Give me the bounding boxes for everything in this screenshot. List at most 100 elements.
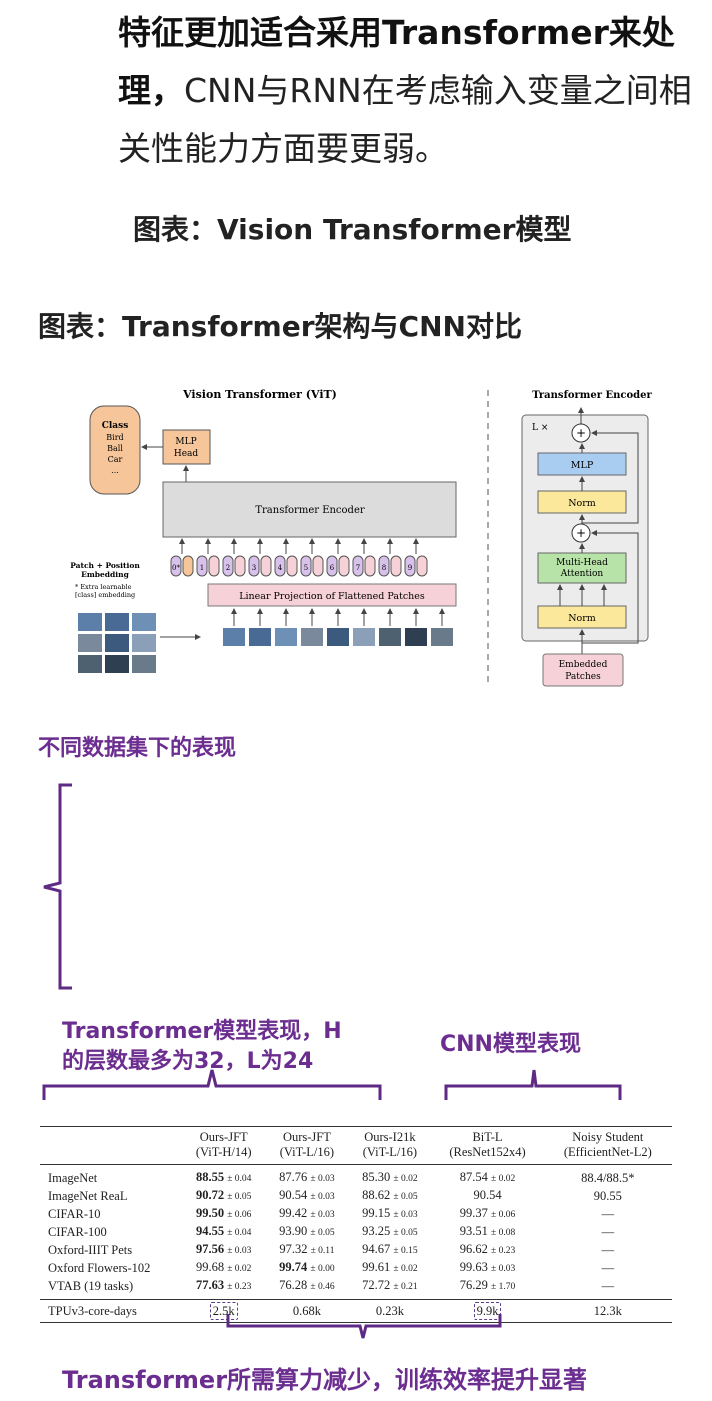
svg-text:+: + [576,526,586,540]
encoder-norm-label: Norm [568,613,596,624]
table-header: Noisy Student(EfficientNet-L2) [543,1126,672,1165]
mlp-head-box [162,429,211,465]
mlp-head-label: MLP [175,437,196,447]
encoder-mlp-label: MLP [571,460,594,471]
multi-head-box [537,552,627,584]
intro-bold: 特征更加适合采用Transformer来处理， [118,13,675,110]
extra-label: [class] embedding [75,591,135,599]
image-patch [379,628,401,646]
image-patch [353,628,375,646]
class-item: ... [111,466,119,475]
class-item: Bird [106,433,123,442]
multi-head-label: Attention [560,569,604,579]
position-embedding-token [196,555,208,577]
class-item: Ball [107,444,123,453]
patch-embedding-token [208,555,220,577]
annotation-transformer-perf: Transformer模型表现，H 的层数最多为32，L为24 [62,1017,342,1077]
table-row: CIFAR-10 99.50 ± 0.06 99.42 ± 0.03 99.15… [48,1206,615,1221]
position-embedding-token [248,555,260,577]
position-embedding-token [222,555,234,577]
position-embedding-token [170,555,182,577]
intro-normal: CNN与RNN在考虑输入变量之间相关性能力方面要更弱。 [118,71,692,168]
position-embedding-number: 2 [226,564,230,572]
caption-arch-compare: 图表：Transformer架构与CNN对比 [38,310,522,343]
encoder-norm-label: Norm [568,498,596,509]
table-row: Oxford Flowers-102 99.68 ± 0.02 99.74 ± … [48,1260,615,1275]
cnn-brace [444,1069,622,1100]
patch-pos-label: Patch + Position [70,561,140,570]
position-embedding-number: 4 [278,564,283,572]
table-row: ImageNet ReaL 90.72 ± 0.05 90.54 ± 0.03 … [48,1188,622,1203]
image-patch [223,628,245,646]
position-embedding-number: 5 [304,564,308,572]
table-row: VTAB (19 tasks) 77.63 ± 0.23 76.28 ± 0.4… [48,1278,615,1293]
image-patch [301,628,323,646]
image-patch [275,628,297,646]
patch-embedding-token [234,555,246,577]
patch-embedding-token [416,555,428,577]
top-braces [42,1069,622,1100]
position-embedding-token [352,555,364,577]
patch-pos-label: Embedding [81,570,129,579]
embedded-patches-box [542,653,624,687]
table-header [40,1126,182,1165]
linear-projection-box [207,583,457,607]
encoder-title: Transformer Encoder [532,390,652,401]
table-row-tpu: TPUv3-core-days 2.5k 0.68k 0.23k 9.9k 12… [40,1299,672,1323]
position-embedding-token [404,555,416,577]
position-embedding-number: 8 [382,564,386,572]
transformer-perf-line: 的层数最多为32，L为24 [62,1049,314,1074]
transformer-perf-line: Transformer模型表现，H [62,1019,342,1044]
encoder-lx: L × [532,423,548,433]
mlp-head-label: Head [174,449,199,459]
highlight-box: 9.9k [473,1302,502,1320]
intro-paragraph: 特征更加适合采用Transformer来处理，CNN与RNN在考虑输入变量之间相… [118,4,698,178]
position-embedding-number: 9 [408,564,412,572]
residual-add [571,523,591,543]
table-header: Ours-JFT(ViT-H/14) [182,1126,266,1165]
patch-embedding-token [260,555,272,577]
embedded-patches-label: Embedded [559,660,608,670]
annotation-datasets: 不同数据集下的表现 [38,736,237,761]
patch-embedding-token [338,555,350,577]
embedded-patches-label: Patches [565,672,601,682]
position-embedding-number: 3 [252,564,256,572]
image-patch [405,628,427,646]
compute-brace [226,1314,502,1339]
patch-embedding-token [286,555,298,577]
transformer-encoder-box [162,481,457,538]
table-header: BiT-L(ResNet152x4) [431,1126,544,1165]
vit-title: Vision Transformer (ViT) [182,388,337,401]
annotation-compute: Transformer所需算力减少，训练效率提升显著 [62,1366,588,1394]
table-row: CIFAR-100 94.55 ± 0.04 93.90 ± 0.05 93.2… [48,1224,615,1239]
position-embedding-token [326,555,338,577]
transformer-brace [42,1069,382,1100]
caption-vit-model: 图表：Vision Transformer模型 [133,213,572,246]
position-embedding-number: 7 [356,564,360,572]
patch-embedding-token [364,555,376,577]
svg-text:+: + [576,426,586,440]
datasets-brace [43,783,72,990]
position-embedding-token [274,555,286,577]
position-embedding-number: 6 [330,564,335,572]
table-header: Ours-JFT(ViT-L/16) [265,1126,349,1165]
table-row: Oxford-IIIT Pets 97.56 ± 0.03 97.32 ± 0.… [48,1242,615,1257]
input-image-grid [78,613,156,673]
position-embedding-token [378,555,390,577]
table-header: Ours-I21k(ViT-L/16) [348,1126,432,1165]
vit-diagram: Vision Transformer (ViT) Class Bird Ball… [70,388,653,687]
patch-row [223,628,453,646]
class-item: Car [108,455,123,464]
class-title: Class [102,421,129,431]
table-header-row: Ours-JFT(ViT-H/14) Ours-JFT(ViT-L/16) Ou… [40,1126,672,1165]
image-patch [249,628,271,646]
patch-embedding-token [390,555,402,577]
results-table: Ours-JFT(ViT-H/14) Ours-JFT(ViT-L/16) Ou… [40,1126,672,1323]
image-patch [431,628,453,646]
patch-embedding-token [182,555,194,577]
image-patch [327,628,349,646]
patch-embedding-token [312,555,324,577]
annotation-cnn-perf: CNN模型表现 [440,1032,581,1057]
multi-head-label: Multi-Head [556,558,608,568]
